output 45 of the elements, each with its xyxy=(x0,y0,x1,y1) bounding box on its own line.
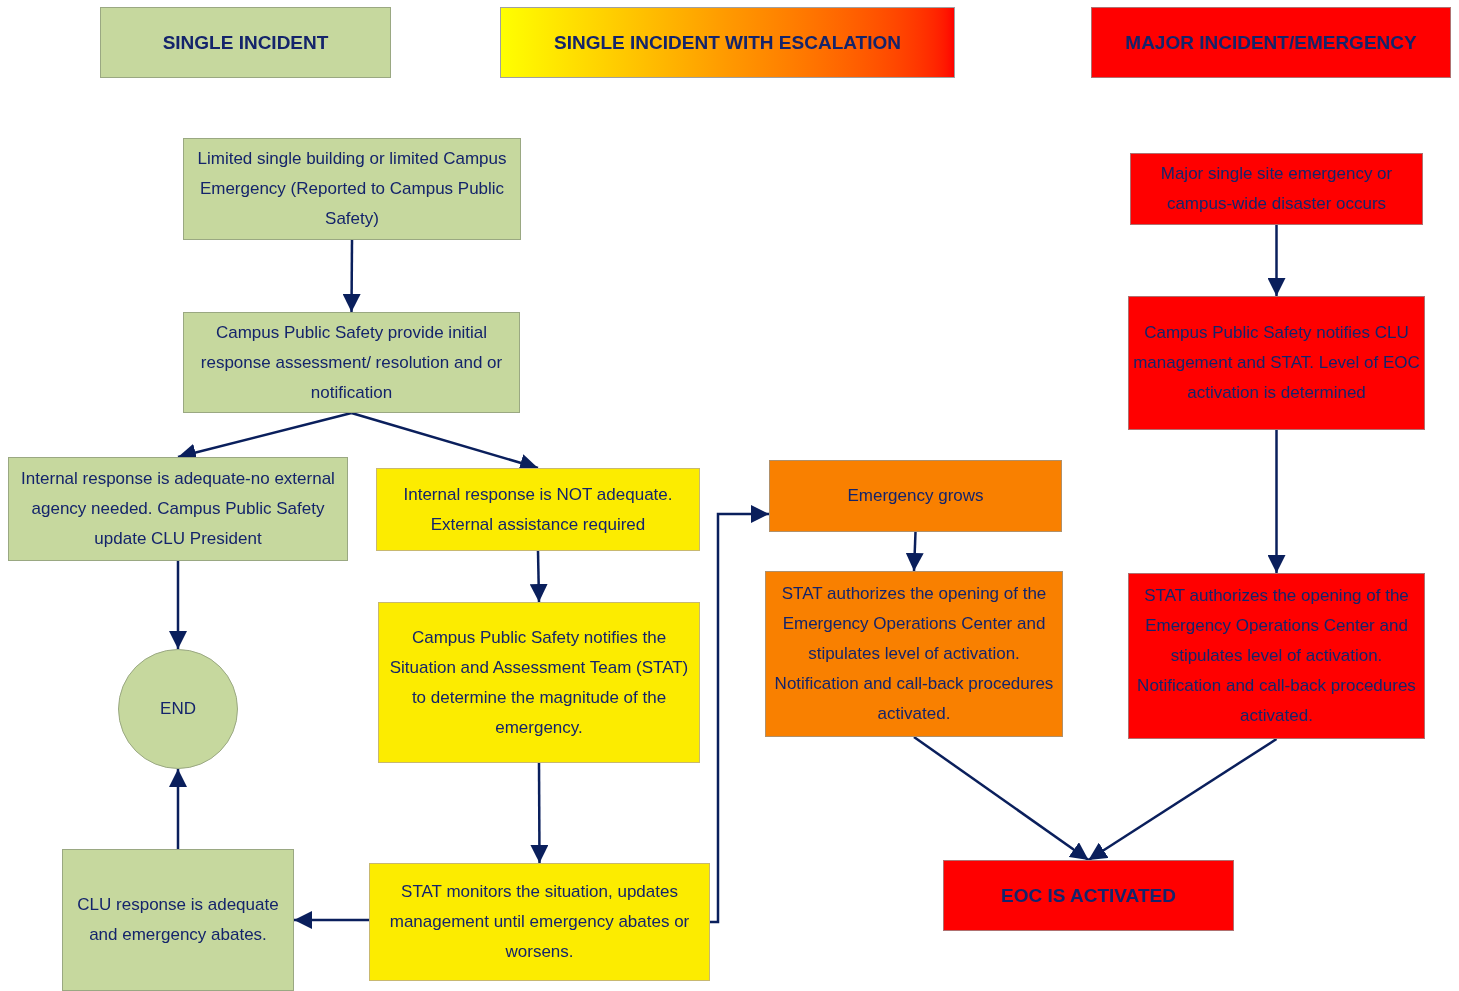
node-text: Campus Public Safety notifies CLU management and STAT. Level of EOC activation is determined xyxy=(1133,322,1420,404)
arrow xyxy=(529,550,548,603)
process-box xyxy=(183,138,521,240)
arrow xyxy=(913,735,1090,862)
arrow xyxy=(294,911,369,929)
heading-text: EOC IS ACTIVATED xyxy=(1001,883,1176,908)
node-text: Campus Public Safety provide initial response assessment/ resolution and or notification xyxy=(199,321,504,404)
arrow xyxy=(342,240,361,312)
process-box xyxy=(1128,296,1425,430)
node-text: CLU response is adequate and emergency abates. xyxy=(76,894,280,946)
process-box xyxy=(1128,573,1425,739)
node-text: STAT authorizes the opening of the Emergency Operations Center and stipulates level of activation. Notification and call-back procedures activated. xyxy=(1136,585,1417,727)
node-text: STAT authorizes the opening of the Emergency Operations Center and stipulates level of activation. Notification and call-back procedures activated. xyxy=(773,583,1055,725)
node-text: Campus Public Safety notifies the Situation and Assessment Team (STAT) to determine the magnitude of the emergency. xyxy=(388,626,690,739)
process-box xyxy=(376,468,700,551)
node-text: STAT monitors the situation, updates management until emergency abates or worsens. xyxy=(388,881,691,963)
heading-text: SINGLE INCIDENT xyxy=(162,30,329,55)
process-box xyxy=(769,460,1062,532)
arrow xyxy=(1267,430,1286,573)
header-box xyxy=(100,7,391,78)
node-text: Internal response is NOT adequate. External assistance required xyxy=(402,483,674,536)
process-box xyxy=(765,571,1063,737)
arrow xyxy=(1267,225,1286,296)
heading-text: SINGLE INCIDENT WITH ESCALATION xyxy=(554,30,901,55)
process-box xyxy=(1130,153,1423,225)
arrow xyxy=(530,763,549,863)
node-text: Emergency grows xyxy=(847,485,984,507)
arrow xyxy=(1087,737,1278,862)
process-box xyxy=(183,312,520,413)
process-box xyxy=(378,602,700,763)
header-box xyxy=(1091,7,1451,78)
terminal-box xyxy=(943,860,1234,931)
arrow xyxy=(905,531,924,572)
heading-text: MAJOR INCIDENT/EMERGENCY xyxy=(1125,30,1417,55)
node-text: Internal response is adequate-no external agency needed. Campus Public Safety update CLU President xyxy=(20,468,336,550)
node-text: Limited single building or limited Campus Emergency (Reported to Campus Public Safety) xyxy=(196,148,508,230)
arrow xyxy=(169,769,187,849)
node-text: Major single site emergency or campus-wide disaster occurs xyxy=(1159,163,1394,215)
header-box xyxy=(500,7,955,78)
process-box xyxy=(8,457,348,561)
node-text: END xyxy=(160,698,196,720)
arrow xyxy=(169,561,187,649)
arrow xyxy=(710,505,769,924)
process-box xyxy=(369,863,710,981)
process-box xyxy=(62,849,294,991)
